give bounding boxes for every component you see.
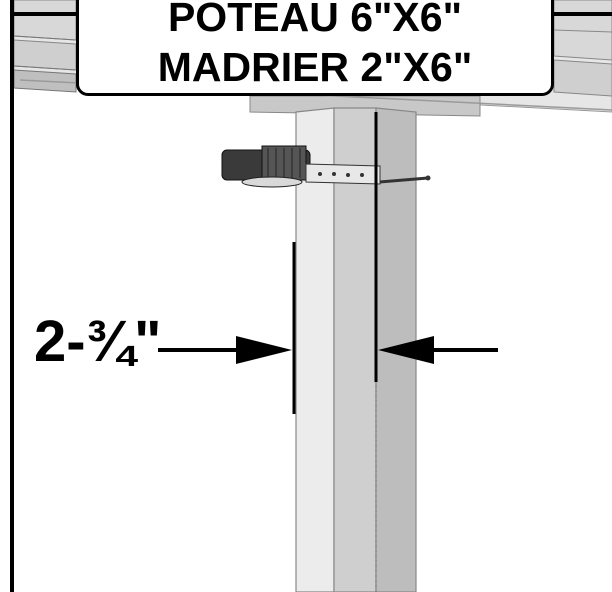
label-post: POTEAU 6"X6" — [167, 0, 463, 40]
arrow-right-icon — [158, 336, 292, 364]
label-joist: MADRIER 2"X6" — [157, 44, 473, 90]
ceiling-light-icon — [221, 145, 431, 188]
dimension-value: 2-¾" — [34, 309, 162, 374]
material-label: POTEAU 6"X6" MADRIER 2"X6" — [76, 0, 554, 96]
arrow-left-icon — [378, 336, 498, 364]
frame-border — [10, 0, 612, 592]
post — [295, 107, 417, 592]
dimension-markers — [292, 112, 378, 414]
